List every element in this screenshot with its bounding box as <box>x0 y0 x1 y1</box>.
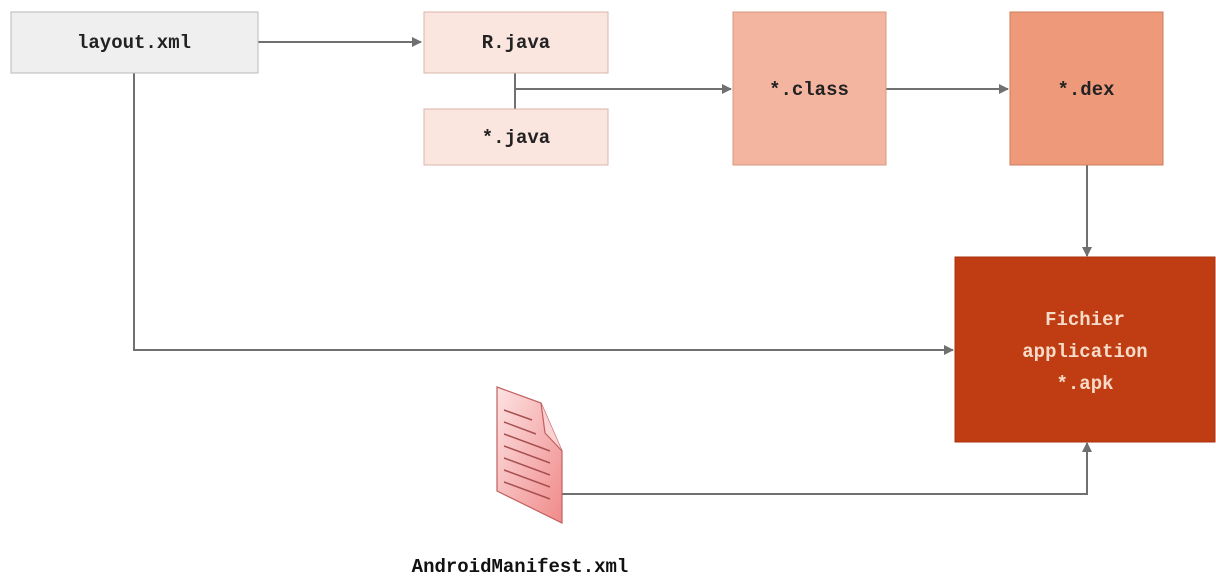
arrow-manifest-to-apk <box>562 442 1092 495</box>
manifest-label: AndroidManifest.xml <box>411 556 629 578</box>
arrow-layout-to-apk <box>133 73 954 355</box>
node-dex-file-label: *.dex <box>1057 79 1114 101</box>
node-apk-line-1: Fichier <box>1045 309 1125 331</box>
node-apk-line-2: application <box>1022 341 1147 363</box>
node-class-files: *.class <box>732 11 887 166</box>
document-icon <box>496 386 563 524</box>
connectors <box>133 37 1092 495</box>
node-layout-xml: layout.xml <box>10 11 259 74</box>
node-class-files-label: *.class <box>769 79 849 101</box>
node-apk: Fichier application *.apk <box>954 256 1216 443</box>
node-layout-xml-label: layout.xml <box>77 32 191 54</box>
node-java-sources-label: *.java <box>482 127 550 149</box>
node-apk-line-3: *.apk <box>1056 373 1113 395</box>
node-r-java-label: R.java <box>482 32 550 54</box>
node-dex-file: *.dex <box>1009 11 1164 166</box>
node-r-java: R.java <box>423 11 609 74</box>
node-java-sources: *.java <box>423 108 609 166</box>
